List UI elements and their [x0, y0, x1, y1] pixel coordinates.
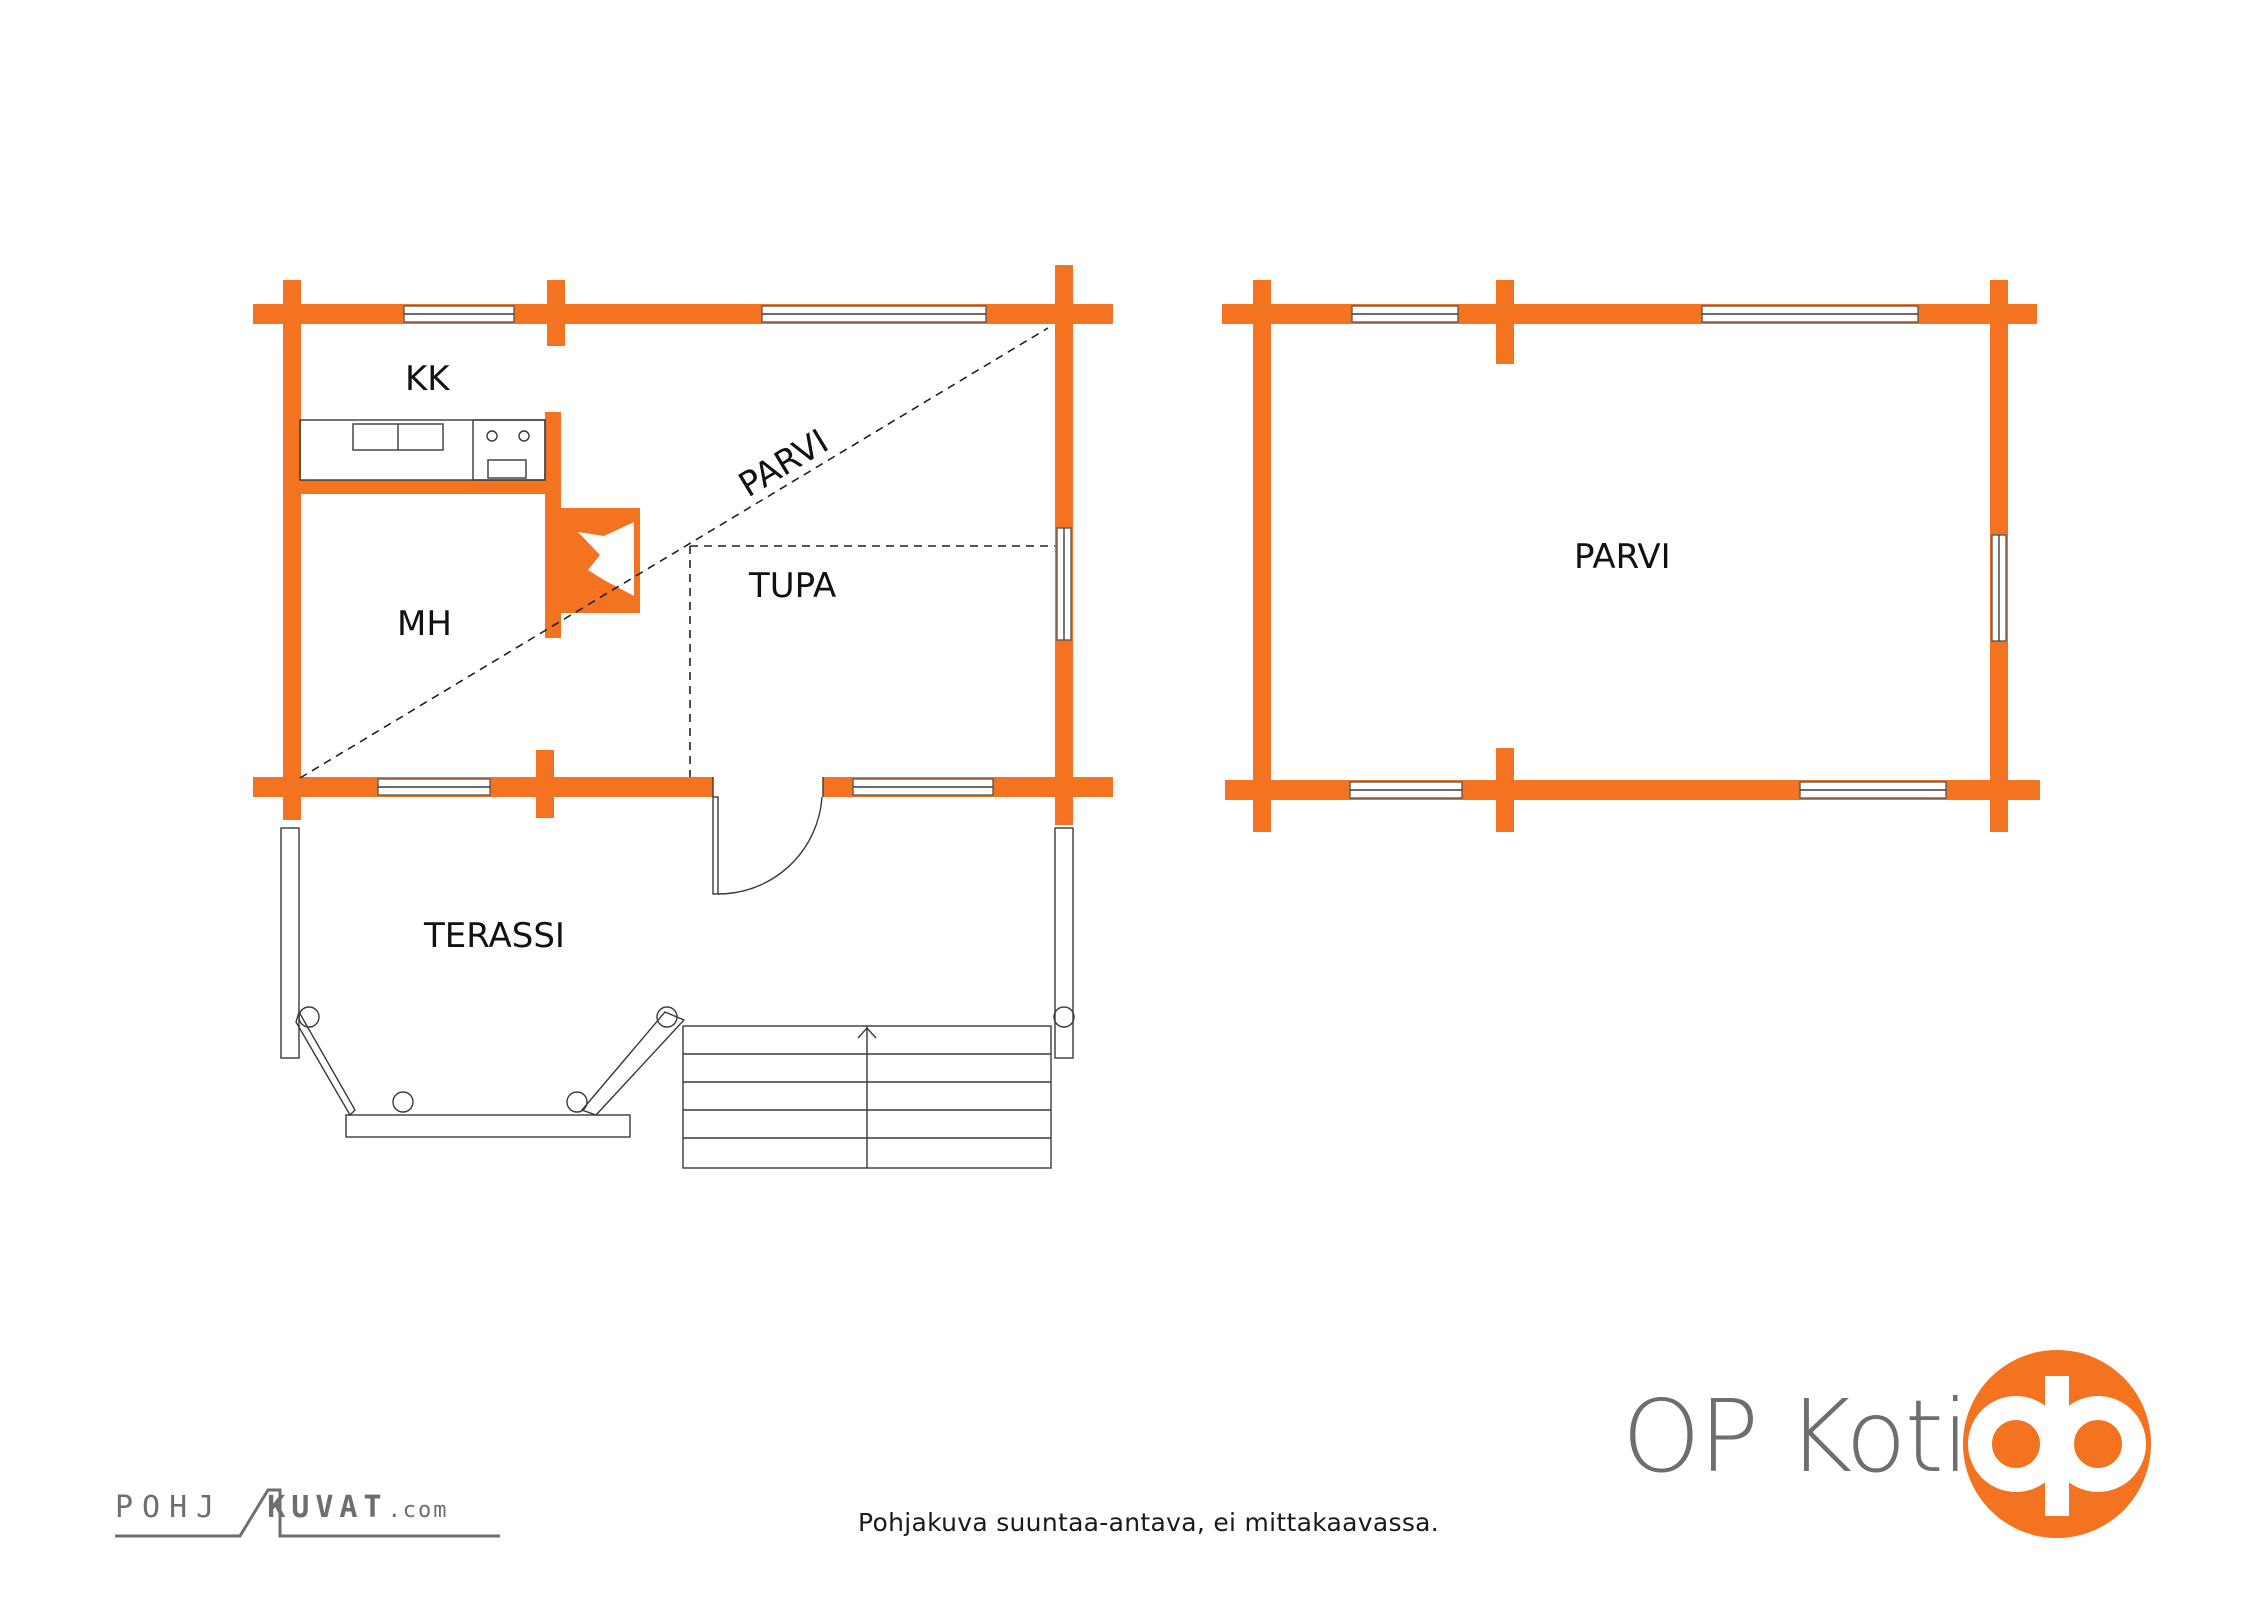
room-label-kk: KK: [405, 359, 451, 399]
disclaimer-caption: Pohjakuva suuntaa-antava, ei mittakaavas…: [858, 1508, 1440, 1537]
floor2-plan: PARVI: [1222, 280, 2040, 832]
room-label-tupa: TUPA: [748, 566, 836, 606]
pohjakuvat-part2: KUVAT: [267, 1490, 388, 1525]
pohjakuvat-part3: .com: [387, 1498, 449, 1523]
kitchen-counter: [299, 419, 546, 481]
op-logo-icon: [1963, 1350, 2151, 1538]
room-label-parvi: PARVI: [1574, 537, 1671, 577]
floor2-top-partition-stub: [1496, 280, 1514, 364]
pohjakuvat-wordmark: POHJ KUVAT.com: [115, 1490, 449, 1525]
floor1-left-wall: [283, 280, 301, 820]
floor1-plan: KK MH TUPA PARVI TERASSI: [253, 265, 1113, 1169]
loft-outline: [299, 327, 1049, 779]
stairs: [682, 1025, 1052, 1169]
terrace: [280, 827, 1075, 1138]
room-label-mh: MH: [397, 604, 452, 644]
entrance-door: [712, 777, 824, 895]
floor2-bottom-partition-stub: [1496, 748, 1514, 832]
floor1-bottom-partition-stub: [536, 750, 554, 818]
room-label-parvi-outline: PARVI: [732, 422, 835, 506]
pohjakuvat-part1: POHJ: [115, 1490, 224, 1525]
mh-right-wall: [545, 412, 561, 638]
fireplace: [561, 508, 640, 613]
floor2-left-wall: [1253, 280, 1271, 832]
floor1-top-partition-stub: [547, 280, 565, 346]
kitchen-wall: [300, 480, 545, 494]
brand-name: OP Koti: [1622, 1378, 1970, 1495]
stairs-arrow-icon: [857, 1026, 877, 1039]
room-label-terassi: TERASSI: [423, 916, 565, 956]
pohjakuvat-logo: [115, 1488, 500, 1538]
